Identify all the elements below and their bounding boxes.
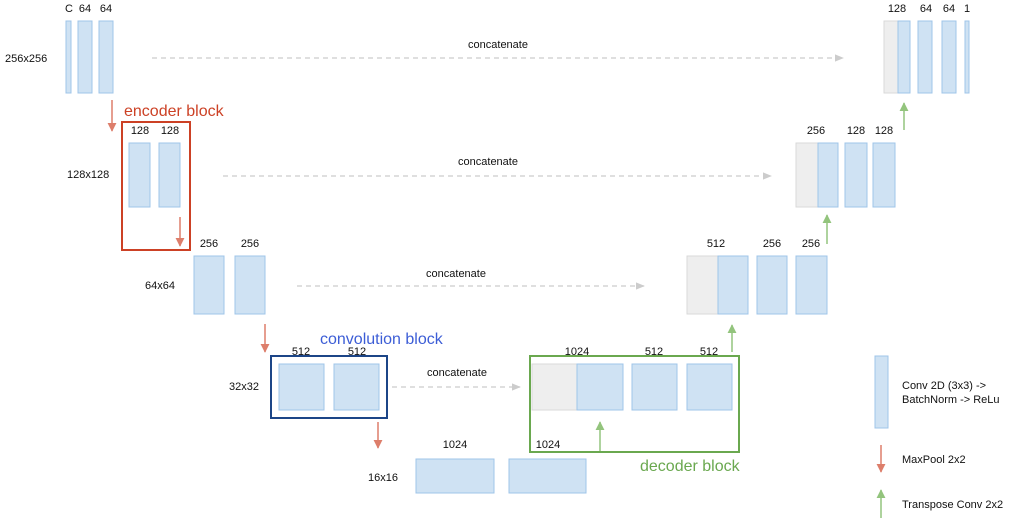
level-1-dec-channel-label-3: 64 [943,3,955,15]
level-1-dec-channel-label-2: 64 [920,3,932,15]
level-2-dec-feature-map-2 [872,142,896,208]
level-1-skip-feature-map [883,20,899,94]
level-3-concat-label: concatenate [426,268,486,280]
level-2-skip-feature-map [795,142,819,208]
level-1-concat-label: concatenate [468,39,528,51]
level-4-concat-label: concatenate [427,367,487,379]
encoder-block-outline [121,121,191,251]
level-4-skip-feature-map [531,363,578,411]
encoder-block-label: encoder block [124,103,225,120]
level-2-dec-channel-label-3: 128 [875,125,893,137]
level-2-concat-label: concatenate [458,156,518,168]
bottleneck-feature-map-1 [415,458,495,494]
convolution-block-label: convolution block [320,331,444,348]
level-3-dec-feature-map-1 [756,255,788,315]
level-3-enc-feature-map-2 [234,255,266,315]
level-1-output-feature-map [964,20,970,94]
level-1-dec-feature-map-2 [941,20,957,94]
level-2-dec-feature-map-1 [844,142,868,208]
bottleneck-feature-map-2 [508,458,587,494]
level-1-enc-channel-label-2: 64 [79,3,91,15]
level-1-enc-feature-map-3 [98,20,114,94]
bottleneck-resolution-label: 16x16 [368,472,398,484]
level-4-up-feature-map [576,363,624,411]
level-2-enc-feature-map-1 [128,142,151,208]
legend-maxpool-label: MaxPool 2x2 [902,454,966,466]
level-1-enc-feature-map-2 [77,20,93,94]
level-3-dec-channel-label-1: 512 [707,238,725,250]
level-3-enc-feature-map-1 [193,255,225,315]
level-4-dec-feature-map-2 [686,363,733,411]
level-2-resolution-label: 128x128 [67,169,109,181]
level-2-up-feature-map [817,142,839,208]
level-1-enc-feature-map-1 [65,20,72,94]
level-1-up-feature-map [897,20,911,94]
level-4-dec-feature-map-1 [631,363,678,411]
legend-conv-label-line-1: Conv 2D (3x3) -> [902,380,986,392]
level-3-enc-channel-label-2: 256 [241,238,259,250]
level-4-enc-feature-map-1 [278,363,325,411]
legend-conv-symbol [874,355,889,429]
level-1-dec-channel-label-1: 128 [888,3,906,15]
level-2-dec-channel-label-2: 128 [847,125,865,137]
legend-conv-label-line-2: BatchNorm -> ReLu [902,394,1000,406]
level-2-enc-channel-label-2: 128 [161,125,179,137]
bottleneck-channel-label-2: 1024 [536,439,560,451]
level-1-dec-channel-label-4: 1 [964,3,970,15]
level-3-up-feature-map [717,255,749,315]
level-2-enc-channel-label-1: 128 [131,125,149,137]
level-1-enc-channel-label-3: 64 [100,3,112,15]
level-2-enc-feature-map-2 [158,142,181,208]
level-2-dec-channel-label-1: 256 [807,125,825,137]
bottleneck-channel-label-1: 1024 [443,439,467,451]
level-1-enc-channel-label-1: C [65,3,73,15]
level-3-dec-channel-label-2: 256 [763,238,781,250]
level-3-skip-feature-map [686,255,719,315]
level-3-dec-feature-map-2 [795,255,828,315]
decoder-block-label: decoder block [640,458,741,475]
level-3-resolution-label: 64x64 [145,280,175,292]
level-3-enc-channel-label-1: 256 [200,238,218,250]
convolution-block-outline [270,355,388,419]
level-4-resolution-label: 32x32 [229,381,259,393]
level-1-resolution-label: 256x256 [5,53,47,65]
level-1-dec-feature-map-1 [917,20,933,94]
level-3-dec-channel-label-3: 256 [802,238,820,250]
decoder-block-outline [529,355,740,453]
legend-transpose-label: Transpose Conv 2x2 [902,499,1003,511]
level-4-enc-feature-map-2 [333,363,380,411]
